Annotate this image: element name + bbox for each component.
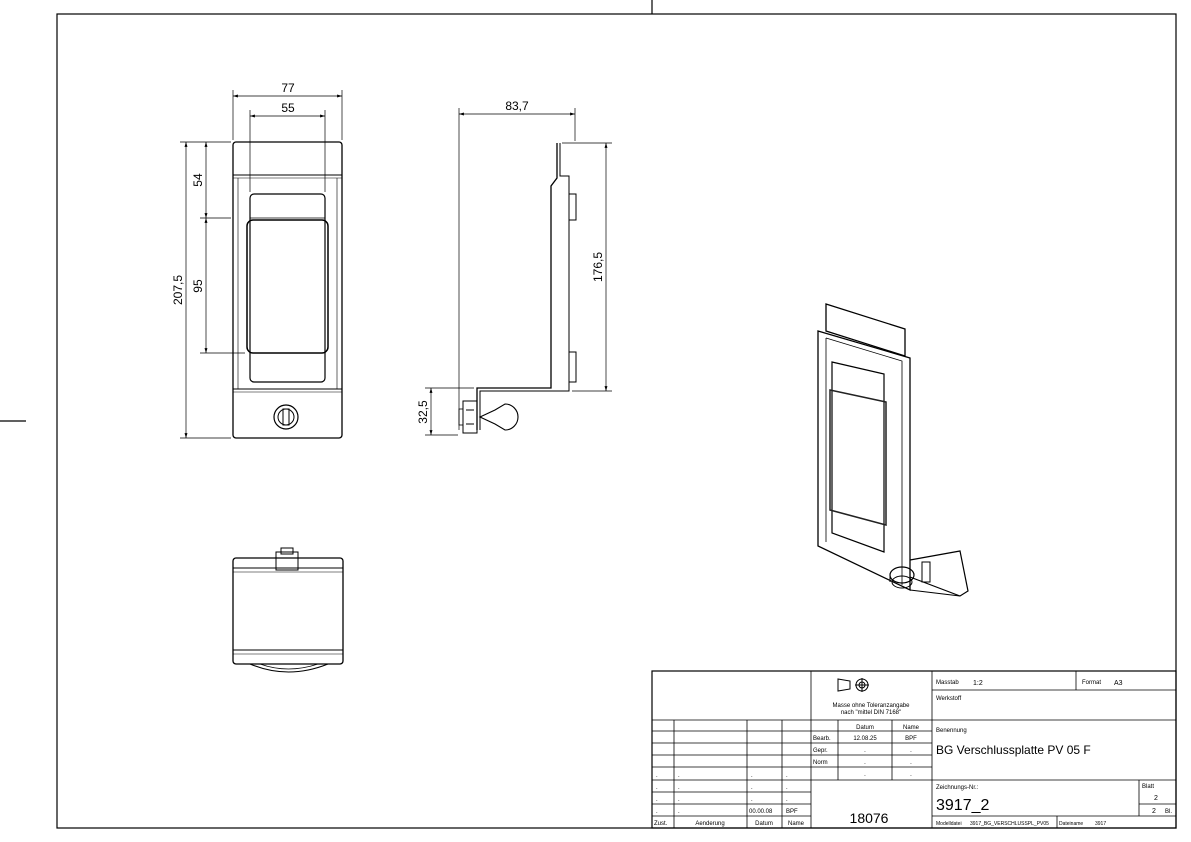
dim-front-total: 207,5 (171, 275, 185, 305)
header-datum: Datum (856, 725, 874, 731)
extra-name: . (910, 772, 912, 778)
extra-datum: . (864, 772, 866, 778)
format-label: Format (1082, 680, 1101, 686)
header-rev-name: Name (788, 821, 805, 827)
row-norm-label: Norm (813, 760, 828, 766)
rev-zust-1: . (656, 773, 658, 779)
dim-side-offset: 32,5 (416, 400, 430, 424)
drawing-serial-number: 18076 (850, 810, 889, 826)
top-view (232, 547, 344, 673)
dim-front-width-inner: 55 (281, 101, 295, 115)
bl-value: 2 (1152, 808, 1156, 815)
side-view (458, 143, 577, 434)
rev-name-1: . (786, 773, 788, 779)
werkstoff-label: Werkstoff (936, 696, 961, 702)
rev-zust-3: . (656, 797, 658, 803)
rev-name-3: . (786, 797, 788, 803)
dim-front-upper: 54 (191, 173, 205, 187)
benennung-label: Benennung (936, 728, 967, 734)
norm-name: . (910, 760, 912, 766)
zeichnung-value: 3917_2 (936, 797, 989, 814)
bearb-name: BPF (905, 736, 917, 742)
masstab-label: Masstab (936, 680, 959, 686)
rev-name-2: . (786, 785, 788, 791)
dim-front-handle: 95 (191, 279, 205, 293)
dateiname-label: Dateiname (1059, 821, 1083, 827)
norm-datum: . (864, 760, 866, 766)
rev-aenderung-3: . (678, 797, 680, 803)
tolerance-note-line-1: Masse ohne Toleranzangabe (833, 703, 911, 709)
row-gepr-label: Gepr. (813, 748, 828, 754)
bl-label: Bl. (1165, 809, 1172, 815)
header-rev-datum: Datum (755, 821, 773, 827)
benennung-value: BG Verschlussplatte PV 05 F (936, 743, 1091, 757)
rev-aenderung-2: . (678, 785, 680, 791)
dim-front-width-outer: 77 (281, 81, 295, 95)
header-name: Name (903, 725, 920, 731)
header-zust: Zust. (654, 821, 668, 827)
title-block-text: Masse ohne Toleranzangabe nach "mittel D… (654, 680, 1172, 827)
modelldatei-value: 3917_BG_VERSCHLUSSPL_PV05 (970, 821, 1049, 827)
isometric-view (817, 303, 969, 597)
blatt-label: Blatt (1142, 784, 1154, 790)
sheet-border (0, 0, 1177, 829)
zeichnung-label: Zeichnungs-Nr.: (936, 785, 979, 791)
rev-datum-4: 00.00.08 (749, 809, 773, 815)
dateiname-value: 3917 (1095, 821, 1106, 827)
front-view (232, 141, 343, 439)
rev-aenderung-4: . (678, 809, 680, 815)
format-value: A3 (1114, 680, 1123, 687)
tolerance-symbols (837, 678, 869, 692)
rev-datum-2: . (751, 785, 753, 791)
gepr-name: . (910, 748, 912, 754)
rev-name-4: BPF (786, 809, 798, 815)
rev-datum-3: . (751, 797, 753, 803)
row-bearb-label: Bearb. (813, 736, 831, 742)
blatt-value: 2 (1154, 795, 1158, 802)
rev-zust-4: . (656, 809, 658, 815)
title-block-frame (651, 670, 1177, 829)
rev-aenderung-1: . (678, 773, 680, 779)
rev-zust-2: . (656, 785, 658, 791)
masstab-value: 1:2 (973, 680, 983, 687)
dim-side-height: 176,5 (591, 252, 605, 282)
bearb-datum: 12.08.25 (853, 736, 877, 742)
header-aenderung: Aenderung (695, 821, 724, 827)
dim-side-depth: 83,7 (505, 99, 529, 113)
tolerance-note-line-2: nach "mittel DIN 7168" (841, 710, 901, 716)
modelldatei-label: Modelldatei (936, 821, 962, 827)
rev-datum-1: . (751, 773, 753, 779)
front-dimensions (180, 90, 343, 439)
side-dimensions (425, 108, 612, 436)
gepr-datum: . (864, 748, 866, 754)
